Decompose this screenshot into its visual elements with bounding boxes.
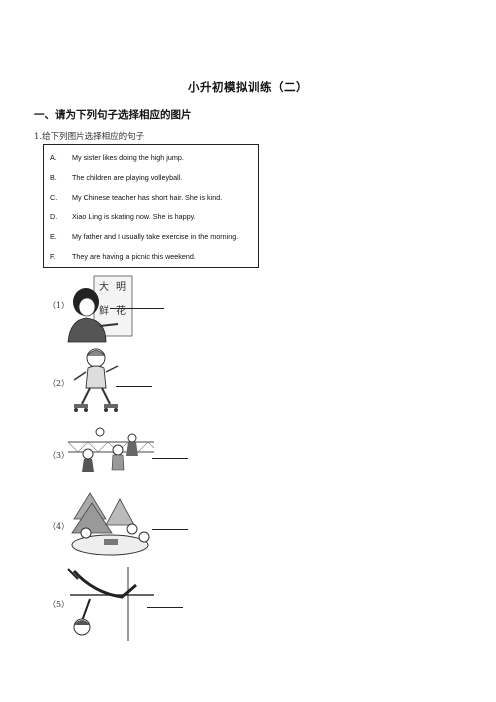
- question-number: （3）: [48, 451, 70, 460]
- option-letter: D.: [50, 212, 58, 221]
- volleyball-picture: [67, 427, 155, 472]
- option-letter: C.: [50, 193, 58, 202]
- answer-blank[interactable]: [110, 308, 164, 309]
- question-2: （2）: [0, 344, 496, 414]
- question-number: （1）: [48, 301, 70, 310]
- board-char: 鲜: [99, 304, 109, 317]
- options-box: A. My sister likes doing the high jump. B…: [43, 144, 259, 268]
- question-5: （5）: [0, 565, 496, 641]
- option-e: E. My father and I usually take exercise …: [50, 232, 238, 241]
- option-letter: F.: [50, 252, 56, 261]
- question-4: （4）: [0, 487, 496, 557]
- board-char: 明: [116, 281, 126, 293]
- option-text: The children are playing volleyball.: [72, 173, 183, 182]
- option-a: A. My sister likes doing the high jump.: [50, 153, 184, 162]
- question-3: （3）: [0, 420, 496, 490]
- high-jump-picture: [67, 567, 154, 641]
- option-text: My sister likes doing the high jump.: [72, 153, 184, 162]
- answer-blank[interactable]: [152, 458, 188, 459]
- section-heading: 一、请为下列句子选择相应的图片: [34, 109, 192, 121]
- question-number: （4）: [48, 522, 70, 531]
- question-instruction: 1.给下列图片选择相应的句子: [34, 132, 145, 142]
- page-title: 小升初模拟训练（二）: [188, 80, 308, 94]
- option-f: F. They are having a picnic this weekend.: [50, 252, 196, 261]
- question-number: （2）: [48, 379, 70, 388]
- option-d: D. Xiao Ling is skating now. She is happy…: [50, 212, 196, 221]
- answer-blank[interactable]: [116, 386, 152, 387]
- option-text: Xiao Ling is skating now. She is happy.: [72, 212, 196, 221]
- board-char: 大: [99, 280, 109, 293]
- option-letter: E.: [50, 232, 57, 241]
- question-number: （5）: [48, 600, 70, 609]
- roller-skater-picture: [73, 348, 119, 412]
- option-letter: A.: [50, 153, 57, 162]
- teacher-picture: 大 明 鲜 花: [67, 275, 133, 343]
- option-c: C. My Chinese teacher has short hair. She…: [50, 193, 222, 202]
- board-char: 花: [116, 304, 126, 317]
- option-letter: B.: [50, 173, 57, 182]
- picnic-picture: [71, 492, 150, 556]
- option-b: B. The children are playing volleyball.: [50, 173, 182, 182]
- option-text: My Chinese teacher has short hair. She i…: [72, 193, 223, 202]
- question-1: （1） 大 明 鲜 花: [0, 270, 496, 343]
- option-text: They are having a picnic this weekend.: [72, 252, 196, 261]
- answer-blank[interactable]: [147, 607, 183, 608]
- option-text: My father and I usually take exercise in…: [72, 232, 239, 241]
- answer-blank[interactable]: [152, 529, 188, 530]
